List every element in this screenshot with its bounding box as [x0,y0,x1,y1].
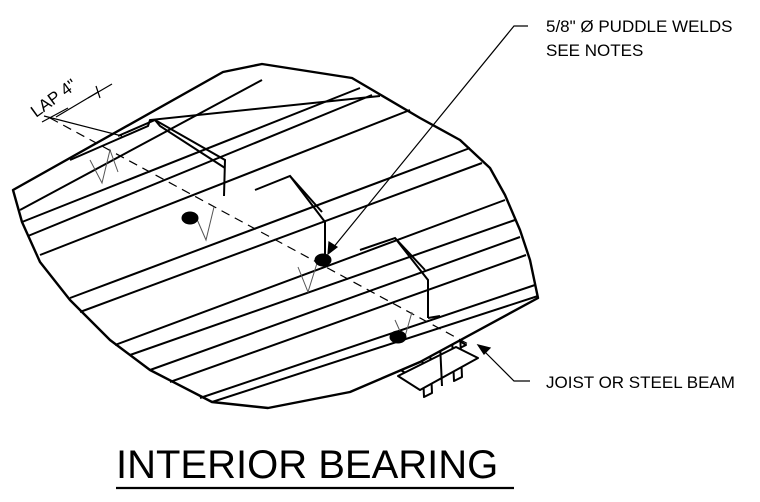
bearing-centerline [49,117,471,346]
weld-callout-line1: 5/8" Ø PUDDLE WELDS [546,17,732,36]
puddle-weld-3 [389,330,407,344]
puddle-welds [181,211,407,344]
puddle-weld-1 [181,211,199,225]
sheet-lap-joints [117,118,441,319]
beam-callout-label: JOIST OR STEEL BEAM [546,373,735,392]
lap-dimension [41,83,123,137]
deck-outline [11,62,540,410]
puddle-weld-2 [314,253,332,267]
drawing-title: INTERIOR BEARING [116,443,498,487]
weld-callout-line2: SEE NOTES [546,41,643,60]
beam-callout-leader [476,344,530,382]
lap-dimension-label: LAP 4" [27,75,80,121]
weld-callout-leader [327,25,528,256]
